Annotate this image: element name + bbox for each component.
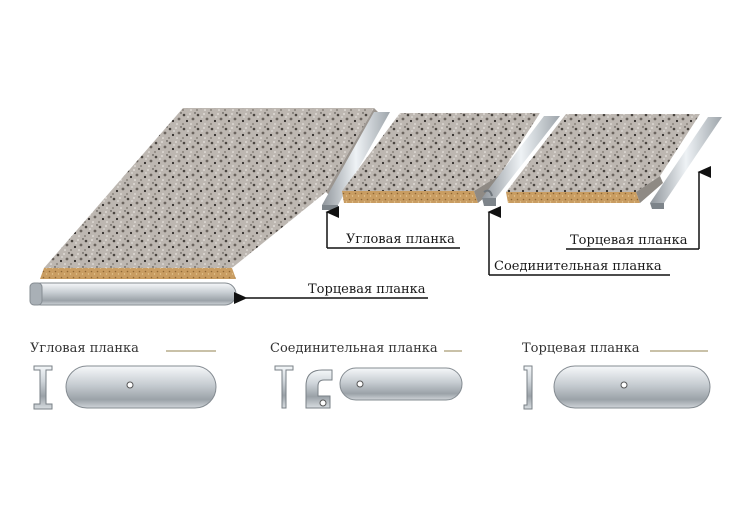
end-strip-bottom xyxy=(29,282,237,306)
corner-profile-section-icon xyxy=(33,365,53,410)
profile-label-end: Торцевая планка xyxy=(522,341,640,356)
callout-corner-strip: Угловая планка xyxy=(325,206,460,249)
profile-connecting-strip: Соединительная планка xyxy=(270,341,463,409)
profile-end-strip: Торцевая планка xyxy=(522,341,711,410)
countertop-middle xyxy=(342,113,540,203)
countertop-left xyxy=(40,108,378,279)
callout-connecting-strip: Соединительная планка xyxy=(487,206,670,276)
end-strip-right xyxy=(650,117,722,209)
label-corner-strip: Угловая планка xyxy=(346,232,455,247)
profile-label-connecting: Соединительная планка xyxy=(270,341,438,356)
connecting-strip-top xyxy=(482,116,560,206)
label-end-strip-right: Торцевая планка xyxy=(570,233,688,248)
label-connecting-strip: Соединительная планка xyxy=(494,259,662,274)
connecting-profile-section-icon xyxy=(274,365,294,409)
callout-end-strip-bottom: Торцевая планка xyxy=(234,282,428,304)
label-end-strip-bottom: Торцевая планка xyxy=(308,282,426,297)
profile-corner-strip: Угловая планка xyxy=(30,341,217,410)
countertop-right xyxy=(506,114,700,203)
callout-end-strip-right: Торцевая планка xyxy=(566,166,711,250)
end-profile-section-icon xyxy=(523,365,533,410)
profile-label-corner: Угловая планка xyxy=(30,341,139,356)
